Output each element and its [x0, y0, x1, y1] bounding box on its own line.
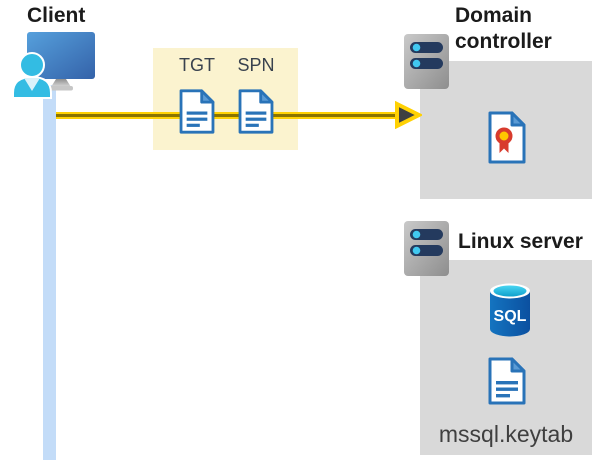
client-workstation-icon: [12, 32, 95, 99]
client-lifeline: [43, 85, 56, 460]
sql-icon-text: SQL: [494, 308, 527, 325]
monitor-stand-neck: [51, 79, 71, 87]
sql-database-icon: SQL: [490, 283, 530, 337]
tgt-ticket-document-icon: [179, 89, 215, 134]
keytab-document-icon: [488, 357, 526, 405]
auth-request-arrowhead-icon: [395, 101, 422, 129]
domain-controller-label: Domain controller: [455, 4, 552, 53]
certificate-icon: [488, 111, 526, 164]
ticket-box: [153, 48, 298, 150]
auth-request-arrow-shaft: [56, 112, 398, 119]
domain-controller-server-icon: [404, 34, 449, 89]
monitor-stand-base: [49, 86, 73, 91]
spn-label: SPN: [237, 55, 275, 75]
client-label: Client: [27, 4, 86, 27]
linux-server-label: Linux server: [458, 230, 583, 253]
keytab-filename: mssql.keytab: [438, 421, 574, 447]
linux-server-icon: [404, 221, 449, 276]
tgt-label: TGT: [179, 55, 215, 75]
spn-ticket-document-icon: [238, 89, 274, 134]
person-head: [19, 52, 45, 78]
person-collar: [24, 78, 40, 91]
